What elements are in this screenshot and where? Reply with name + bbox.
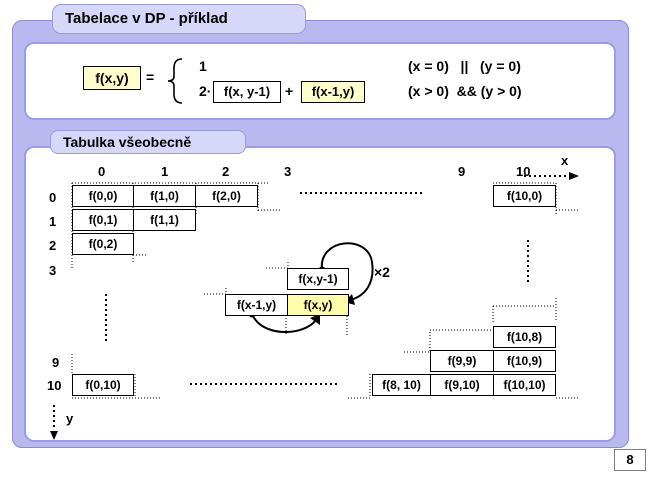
condition-1: (x = 0) || (y = 0) xyxy=(408,58,521,74)
row-label-1: 1 xyxy=(49,214,57,229)
cell-f-2-0: f(2,0) xyxy=(195,185,258,207)
cell-f-10-0: f(10,0) xyxy=(493,185,556,207)
condition-2: (x > 0) && (y > 0) xyxy=(408,83,522,99)
col-label-0: 0 xyxy=(98,164,106,179)
table-heading: Tabulka všeobecně xyxy=(50,130,246,154)
brace-icon xyxy=(167,58,183,104)
page-number: 8 xyxy=(614,449,646,471)
cell-f-0-0: f(0,0) xyxy=(72,185,134,207)
cell-f-10-10: f(10,10) xyxy=(493,374,556,396)
cell-f-1-1: f(1,1) xyxy=(133,209,196,231)
cell-f-10-8: f(10,8) xyxy=(493,326,556,348)
cell-f-x-y: f(x,y) xyxy=(287,294,349,316)
y-axis-label: y xyxy=(66,411,74,426)
cell-f-1-0: f(1,0) xyxy=(133,185,196,207)
row-label-2: 2 xyxy=(49,238,57,253)
cell-f-x-ym1: f(x,y-1) xyxy=(287,268,349,290)
cell-f-0-1: f(0,1) xyxy=(72,209,134,231)
formula-lhs: f(x,y) xyxy=(83,66,141,90)
col-label-1: 1 xyxy=(161,164,169,179)
cell-f-8-10: f(8, 10) xyxy=(372,374,431,396)
slide-title: Tabelace v DP - příklad xyxy=(52,4,306,34)
row-label-10: 10 xyxy=(47,378,62,393)
cell-f-9-9: f(9,9) xyxy=(430,350,494,372)
formula-plus: + xyxy=(285,83,294,99)
case2-term1: f(x, y-1) xyxy=(213,81,281,103)
x-axis-label: x xyxy=(561,153,569,168)
row-label-0: 0 xyxy=(49,190,57,205)
multiplier-label: ×2 xyxy=(374,264,390,280)
row-label-3: 3 xyxy=(49,263,57,278)
cell-f-10-9: f(10,9) xyxy=(493,350,556,372)
cell-f-0-2: f(0,2) xyxy=(72,233,134,255)
col-label-9: 9 xyxy=(458,164,466,179)
col-label-3: 3 xyxy=(284,164,292,179)
cell-f-xm1-y: f(x-1,y) xyxy=(225,294,288,316)
formula-equals: = xyxy=(146,69,155,85)
cell-f-0-10: f(0,10) xyxy=(72,374,134,396)
col-label-2: 2 xyxy=(222,164,230,179)
row-label-9: 9 xyxy=(52,355,60,370)
case1-value: 1 xyxy=(199,58,207,74)
cell-f-9-10: f(9,10) xyxy=(430,374,494,396)
col-label-10: 10 xyxy=(516,164,531,179)
case2-prefix: 2· xyxy=(199,83,212,99)
case2-term2: f(x-1,y) xyxy=(301,81,365,103)
